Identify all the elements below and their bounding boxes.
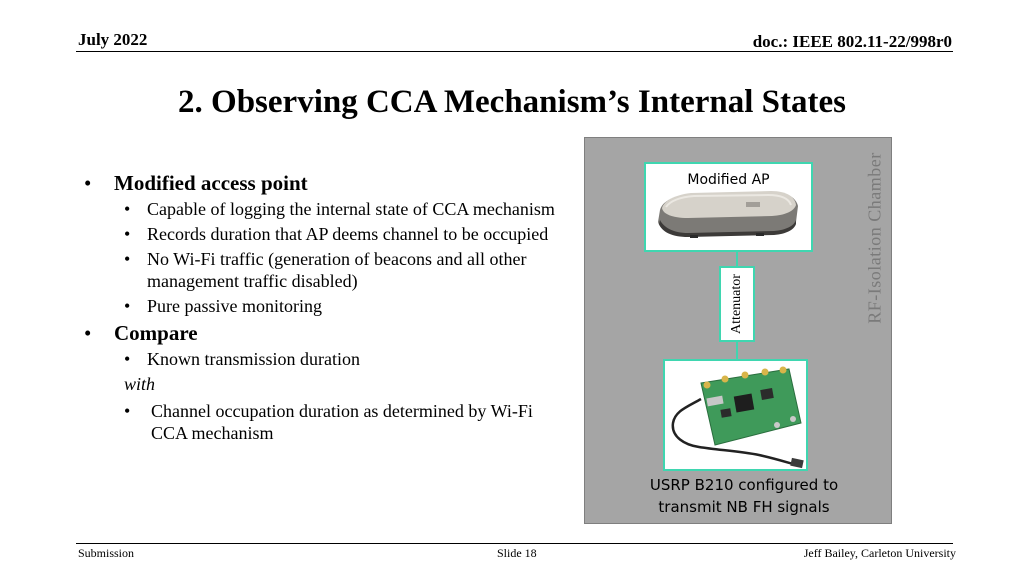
usrp-b210-box xyxy=(663,359,808,471)
header-date: July 2022 xyxy=(78,30,148,49)
bullet-dot: • xyxy=(84,171,92,195)
sub-bullet: •Capable of logging the internal state o… xyxy=(124,199,555,219)
slide-title: 2. Observing CCA Mechanism’s Internal St… xyxy=(178,84,846,120)
modified-ap-box: Modified AP xyxy=(644,162,813,252)
sub-bullet: •No Wi-Fi traffic (generation of beacons… xyxy=(124,249,527,291)
connector-line xyxy=(736,342,738,359)
sub-bullet: •Pure passive monitoring xyxy=(124,296,322,316)
attenuator-box: Attenuator xyxy=(719,266,755,342)
sub-bullet: •Records duration that AP deems channel … xyxy=(124,224,549,244)
attenuator-label: Attenuator xyxy=(729,274,744,334)
footer-author: Jeff Bailey, Carleton University xyxy=(803,546,956,560)
footer-slide-number: Slide 18 xyxy=(497,546,537,560)
header-doc-id: doc.: IEEE 802.11-22/998r0 xyxy=(752,32,952,51)
usrp-board-image xyxy=(671,366,804,469)
bullet-compare: •Compare xyxy=(84,321,198,345)
bullet-list: •Modified access point •Capable of loggi… xyxy=(84,170,564,444)
footer-submission: Submission xyxy=(78,546,135,560)
sub-bullet: •Channel occupation duration as determin… xyxy=(124,401,533,443)
ap-label: Modified AP xyxy=(687,172,770,188)
with-text: with xyxy=(124,374,156,394)
usrp-label: USRP B210 configured to transmit NB FH s… xyxy=(649,476,839,516)
footer-rule xyxy=(76,543,953,544)
connector-line xyxy=(736,252,738,266)
sub-bullet: •Known transmission duration xyxy=(124,349,360,369)
chamber-label: RF-Isolation Chamber xyxy=(864,152,885,324)
header-rule xyxy=(76,51,953,52)
access-point-image xyxy=(658,191,798,238)
bullet-modified-ap: •Modified access point xyxy=(84,171,308,195)
bullet-dot: • xyxy=(84,321,92,345)
